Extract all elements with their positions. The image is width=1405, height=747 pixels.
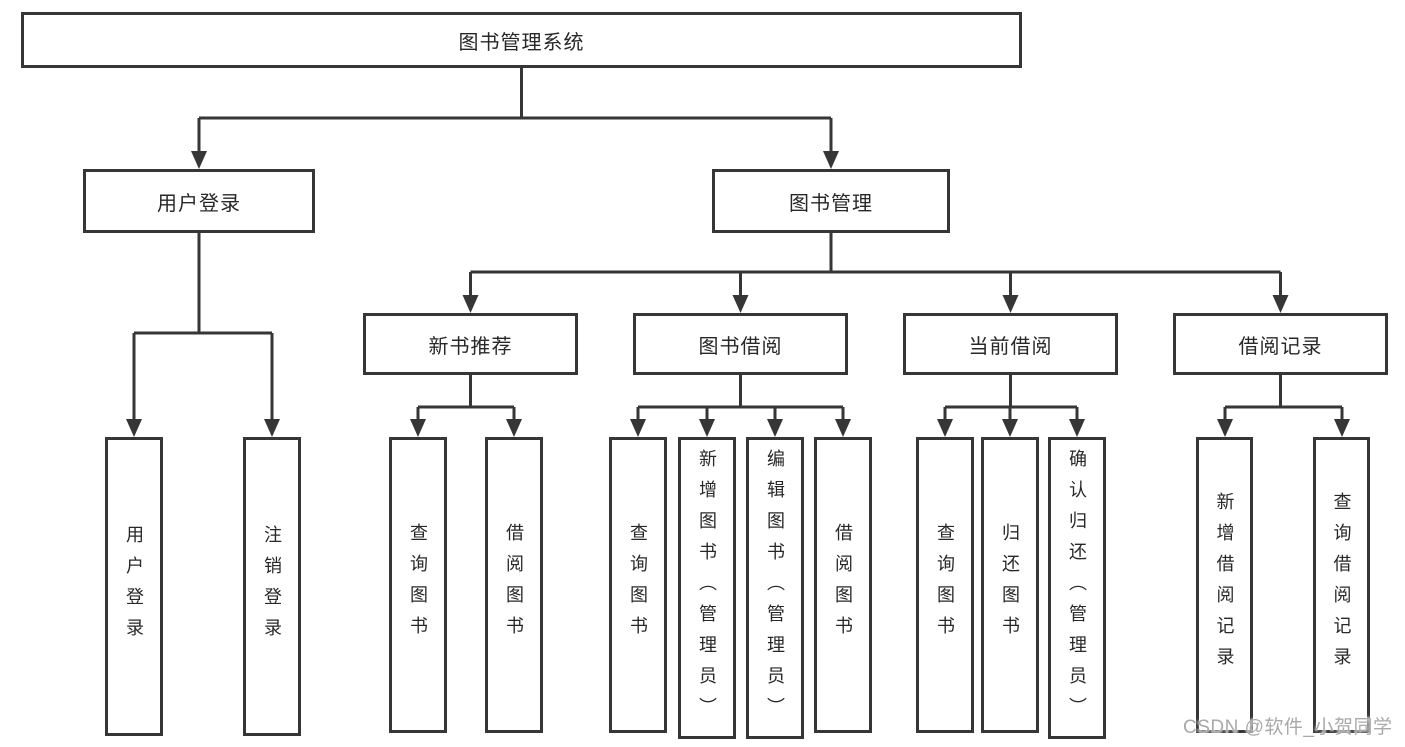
node-label: 查询图书 <box>935 523 955 647</box>
arrow-down-icon <box>1002 419 1018 437</box>
leaf-edit-books-admin: 编辑图书（管理员） <box>746 437 804 739</box>
leaf-query-books-newbooks: 查询图书 <box>389 437 447 733</box>
node-label: 借阅记录 <box>1238 335 1323 358</box>
node-label: 编辑图书（管理员） <box>765 448 785 728</box>
connector-user-login <box>132 233 274 421</box>
node-user-login: 用户登录 <box>83 169 315 233</box>
leaf-borrow-books: 借阅图书 <box>814 437 872 733</box>
arrow-down-icon <box>462 295 479 313</box>
leaf-user-login: 用户登录 <box>105 437 163 736</box>
arrow-down-icon <box>937 419 953 437</box>
arrow-down-icon <box>835 419 851 437</box>
arrowheads <box>126 151 1350 437</box>
node-label: 借阅图书 <box>504 523 524 647</box>
leaf-borrow-books-newbooks: 借阅图书 <box>485 437 543 733</box>
node-label: 借阅图书 <box>833 523 853 647</box>
arrow-down-icon <box>506 419 522 437</box>
connector-new-books <box>416 375 516 421</box>
arrow-down-icon <box>1272 295 1289 313</box>
node-label: 查询图书 <box>408 523 428 647</box>
node-label: 图书管理 <box>789 192 873 215</box>
node-label: 确认归还（管理员） <box>1067 448 1087 728</box>
leaf-return-books: 归还图书 <box>981 437 1039 733</box>
node-label: 注销登录 <box>262 524 282 649</box>
arrow-down-icon <box>1217 419 1233 437</box>
node-label: 用户登录 <box>157 192 241 215</box>
node-label: 归还图书 <box>1000 523 1020 647</box>
leaf-logout-login: 注销登录 <box>243 437 301 736</box>
node-label: 查询图书 <box>628 523 648 647</box>
arrow-down-icon <box>699 419 715 437</box>
node-library-management-system: 图书管理系统 <box>21 12 1022 68</box>
leaf-query-borrow-record: 查询借阅记录 <box>1313 437 1370 733</box>
connector-book-mgmt <box>469 233 1282 297</box>
connector-book-borrow <box>636 375 845 421</box>
leaf-query-books-current: 查询图书 <box>916 437 974 733</box>
node-label: 新书推荐 <box>428 335 513 358</box>
node-label: 当前借阅 <box>968 335 1053 358</box>
arrow-down-icon <box>1334 419 1350 437</box>
arrow-down-icon <box>410 419 426 437</box>
arrow-down-icon <box>1002 295 1019 313</box>
node-book-borrow: 图书借阅 <box>633 313 848 375</box>
arrow-down-icon <box>191 151 207 169</box>
node-current-borrow: 当前借阅 <box>903 313 1118 375</box>
leaf-confirm-return-admin: 确认归还（管理员） <box>1048 437 1106 739</box>
node-borrow-records: 借阅记录 <box>1173 313 1388 375</box>
node-label: 新增图书（管理员） <box>697 448 717 728</box>
leaf-query-books-borrow: 查询图书 <box>609 437 667 733</box>
connector-root <box>197 68 833 155</box>
leaf-add-borrow-record: 新增借阅记录 <box>1196 437 1253 733</box>
leaf-add-books-admin: 新增图书（管理员） <box>678 437 736 739</box>
arrow-down-icon <box>126 419 142 437</box>
node-label: 图书借阅 <box>698 335 783 358</box>
connector-current-borrow <box>943 375 1079 421</box>
node-label: 用户登录 <box>124 524 144 649</box>
arrow-down-icon <box>823 151 839 169</box>
node-book-management: 图书管理 <box>712 169 950 233</box>
node-new-book-recommend: 新书推荐 <box>363 313 578 375</box>
arrow-down-icon <box>1069 419 1085 437</box>
csdn-watermark: CSDN @软件_小贺同学 <box>1183 717 1393 738</box>
node-label: 图书管理系统 <box>458 31 585 54</box>
node-label: 查询借阅记录 <box>1331 492 1352 678</box>
arrow-down-icon <box>767 419 783 437</box>
connector-borrow-records <box>1223 375 1344 421</box>
arrow-down-icon <box>732 295 749 313</box>
arrow-down-icon <box>630 419 646 437</box>
arrow-down-icon <box>264 419 280 437</box>
node-label: 新增借阅记录 <box>1214 492 1235 678</box>
